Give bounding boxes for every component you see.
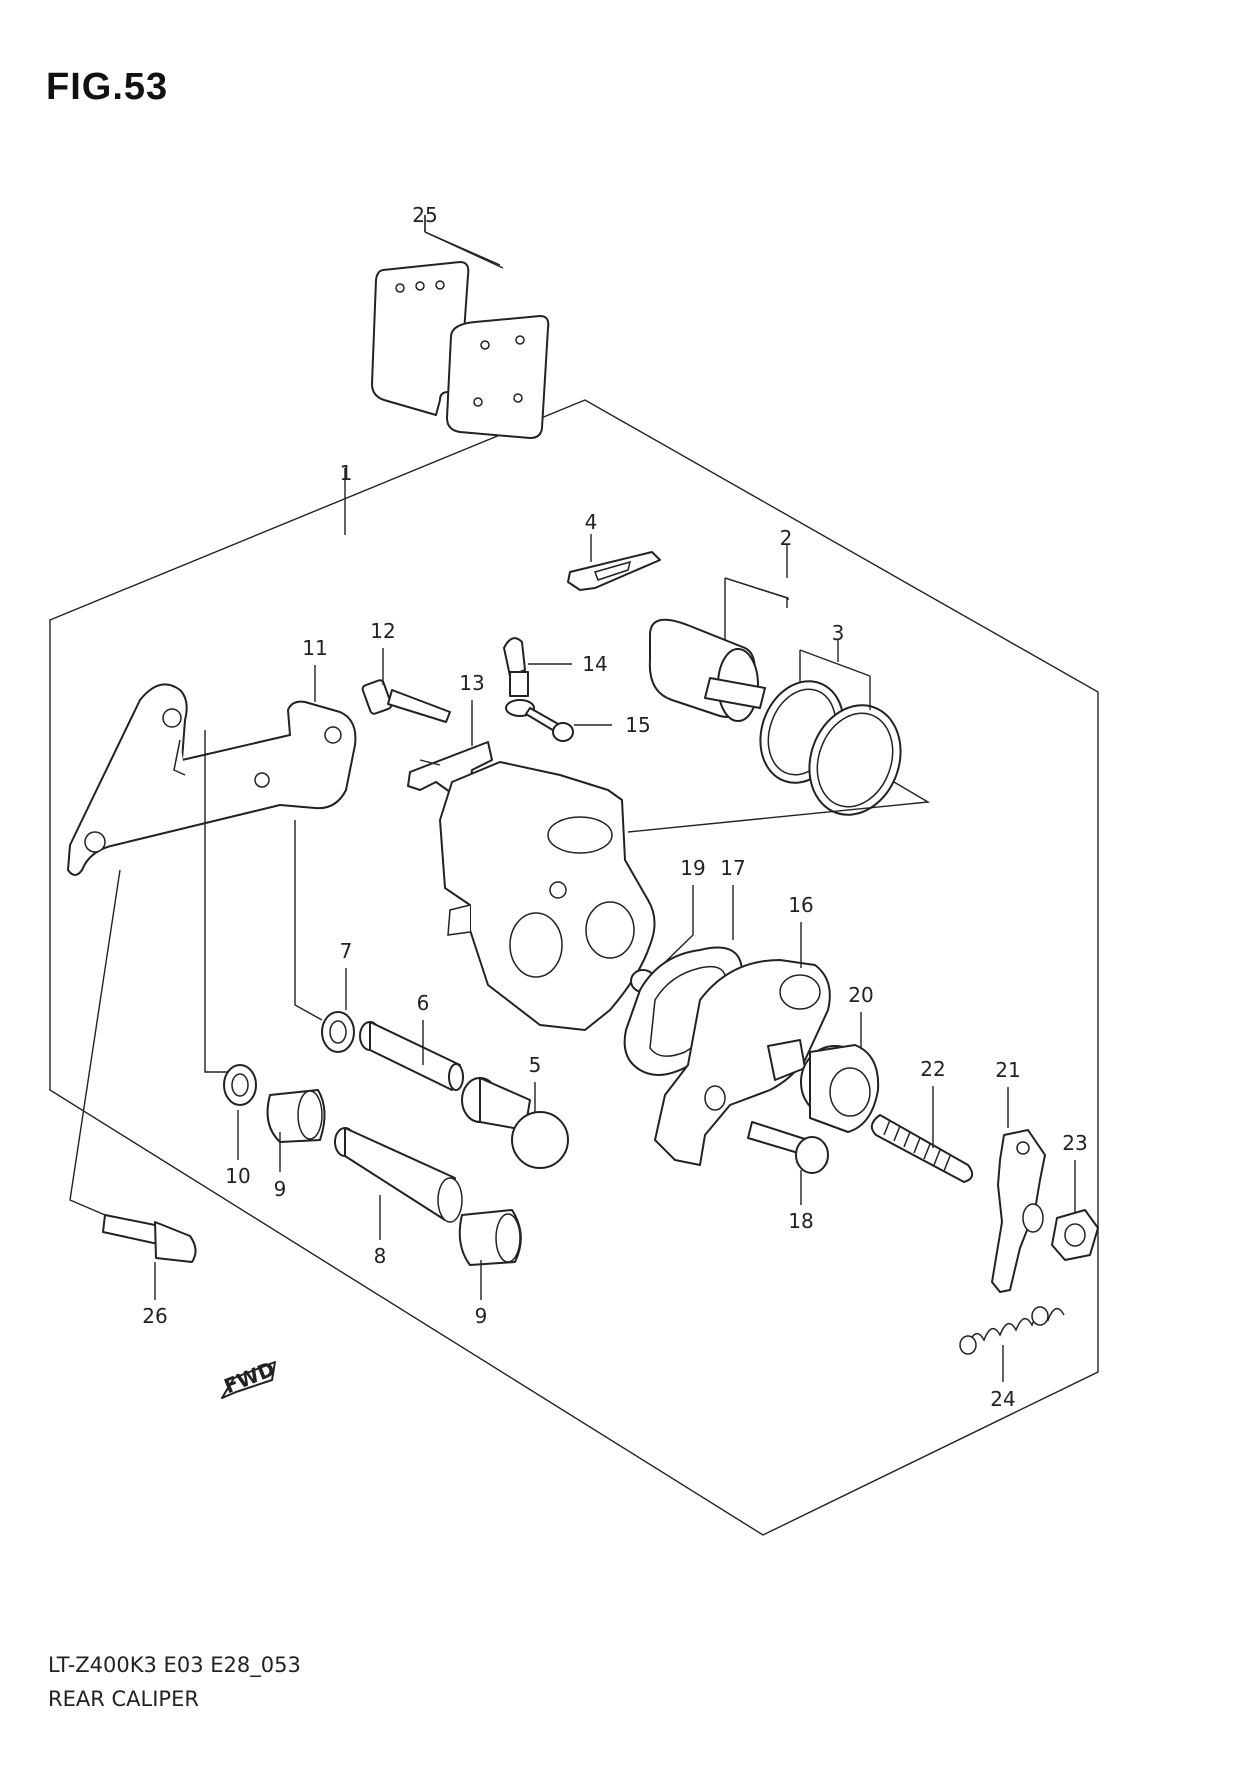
callout-2: 2 (780, 526, 793, 550)
part-4-pad-clip[interactable] (567, 551, 661, 591)
callout-16: 16 (788, 893, 813, 917)
part-26-bolt[interactable] (102, 1214, 197, 1263)
part-11-caliper-bracket[interactable] (67, 683, 357, 876)
callout-10: 10 (225, 1164, 250, 1188)
part-7-washer[interactable] (321, 1011, 355, 1053)
part-8-slide-pin[interactable] (334, 1127, 463, 1223)
callout-23: 23 (1062, 1131, 1087, 1155)
callout-7: 7 (340, 939, 353, 963)
callout-9-upper: 9 (274, 1177, 287, 1201)
part-12-bolt[interactable] (361, 679, 451, 723)
part-24-return-spring[interactable] (959, 1306, 1065, 1355)
part-10-washer[interactable] (223, 1064, 257, 1106)
callout-26: 26 (142, 1304, 167, 1328)
callout-9-lower: 9 (475, 1304, 488, 1328)
callout-19: 19 (680, 856, 705, 880)
figure-code: LT-Z400K3 E03 E28_053 (48, 1653, 301, 1677)
callout-6: 6 (417, 991, 430, 1015)
forward-direction-badge: FWD (221, 1357, 279, 1399)
callout-21: 21 (995, 1058, 1020, 1082)
callout-5: 5 (529, 1053, 542, 1077)
part-1-caliper-body[interactable] (439, 761, 656, 1031)
fwd-label: FWD (221, 1357, 279, 1399)
part-20-adjuster-cap[interactable] (800, 1044, 880, 1133)
figure-title: FIG.53 (46, 66, 169, 108)
callout-12: 12 (370, 619, 395, 643)
part-18-screw[interactable] (747, 1121, 829, 1174)
callout-11: 11 (302, 636, 327, 660)
callout-3: 3 (832, 621, 845, 645)
callout-17: 17 (720, 856, 745, 880)
figure-name: REAR CALIPER (48, 1687, 199, 1711)
part-23-nut[interactable] (1051, 1209, 1099, 1261)
callout-1: 1 (340, 461, 353, 485)
part-5-boot[interactable] (461, 1077, 569, 1169)
part-14-bleeder-valve[interactable] (503, 637, 529, 697)
part-3-dust-seal[interactable] (795, 692, 916, 827)
callout-25: 25 (412, 203, 437, 227)
callout-15: 15 (625, 713, 650, 737)
callout-14: 14 (582, 652, 607, 676)
callout-13: 13 (459, 671, 484, 695)
assembly-outline (49, 399, 1099, 1536)
part-21-parking-lever[interactable] (991, 1129, 1046, 1293)
part-9-bushing-upper[interactable] (266, 1089, 326, 1143)
part-22-adjuster-bolt[interactable] (870, 1114, 974, 1183)
part-25-brake-pads[interactable] (371, 261, 550, 439)
part-15-bleeder-cap[interactable] (505, 699, 574, 742)
part-6-caliper-pin[interactable] (359, 1021, 464, 1091)
callout-4: 4 (585, 510, 598, 534)
callout-18: 18 (788, 1209, 813, 1233)
part-9-bushing-lower[interactable] (458, 1209, 522, 1266)
part-2-piston[interactable] (648, 618, 766, 722)
callout-20: 20 (848, 983, 873, 1007)
figure-footer: LT-Z400K3 E03 E28_053 REAR CALIPER (48, 1648, 301, 1716)
callout-24: 24 (990, 1387, 1015, 1411)
part-16-parking-housing[interactable] (654, 959, 831, 1166)
callout-8: 8 (374, 1244, 387, 1268)
callout-22: 22 (920, 1057, 945, 1081)
